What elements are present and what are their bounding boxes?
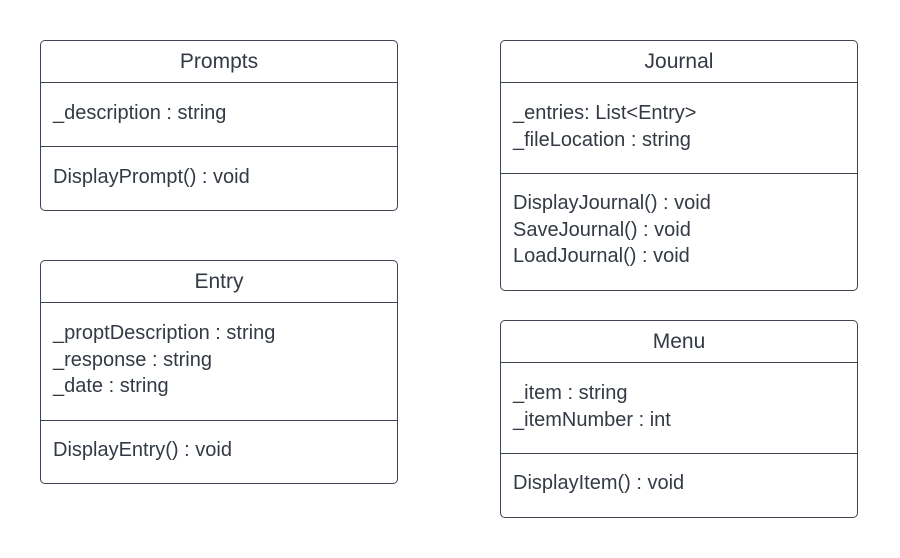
class-name-journal: Journal <box>501 41 857 83</box>
attributes-section-entry: _proptDescription : string _response : s… <box>41 303 397 421</box>
class-box-journal: Journal _entries: List<Entry> _fileLocat… <box>500 40 858 291</box>
attributes-section-prompts: _description : string <box>41 83 397 147</box>
method: DisplayEntry() : void <box>53 439 232 461</box>
class-box-entry: Entry _proptDescription : string _respon… <box>40 260 398 484</box>
attribute: _response : string <box>53 348 212 371</box>
attribute: _itemNumber : int <box>513 408 671 431</box>
attribute: _entries: List<Entry> <box>513 102 697 124</box>
class-box-prompts: Prompts _description : string DisplayPro… <box>40 40 398 211</box>
attribute: _description : string <box>53 102 227 124</box>
class-box-menu: Menu _item : string _itemNumber : int Di… <box>500 320 858 518</box>
attributes-section-menu: _item : string _itemNumber : int <box>501 363 857 454</box>
class-name-menu: Menu <box>501 321 857 363</box>
methods-section-prompts: DisplayPrompt() : void <box>41 147 397 191</box>
method: DisplayJournal() : void <box>513 192 711 214</box>
attribute: _fileLocation : string <box>513 128 691 151</box>
class-name-prompts: Prompts <box>41 41 397 83</box>
methods-section-journal: DisplayJournal() : void SaveJournal() : … <box>501 174 857 270</box>
attribute: _proptDescription : string <box>53 322 276 344</box>
method: DisplayPrompt() : void <box>53 166 250 188</box>
attribute: _item : string <box>513 382 628 404</box>
method: LoadJournal() : void <box>513 245 690 267</box>
class-name-entry: Entry <box>41 261 397 303</box>
method: DisplayItem() : void <box>513 472 685 494</box>
attribute: _date : string <box>53 375 169 397</box>
methods-section-menu: DisplayItem() : void <box>501 454 857 497</box>
methods-section-entry: DisplayEntry() : void <box>41 421 397 464</box>
method: SaveJournal() : void <box>513 218 691 241</box>
attributes-section-journal: _entries: List<Entry> _fileLocation : st… <box>501 83 857 174</box>
